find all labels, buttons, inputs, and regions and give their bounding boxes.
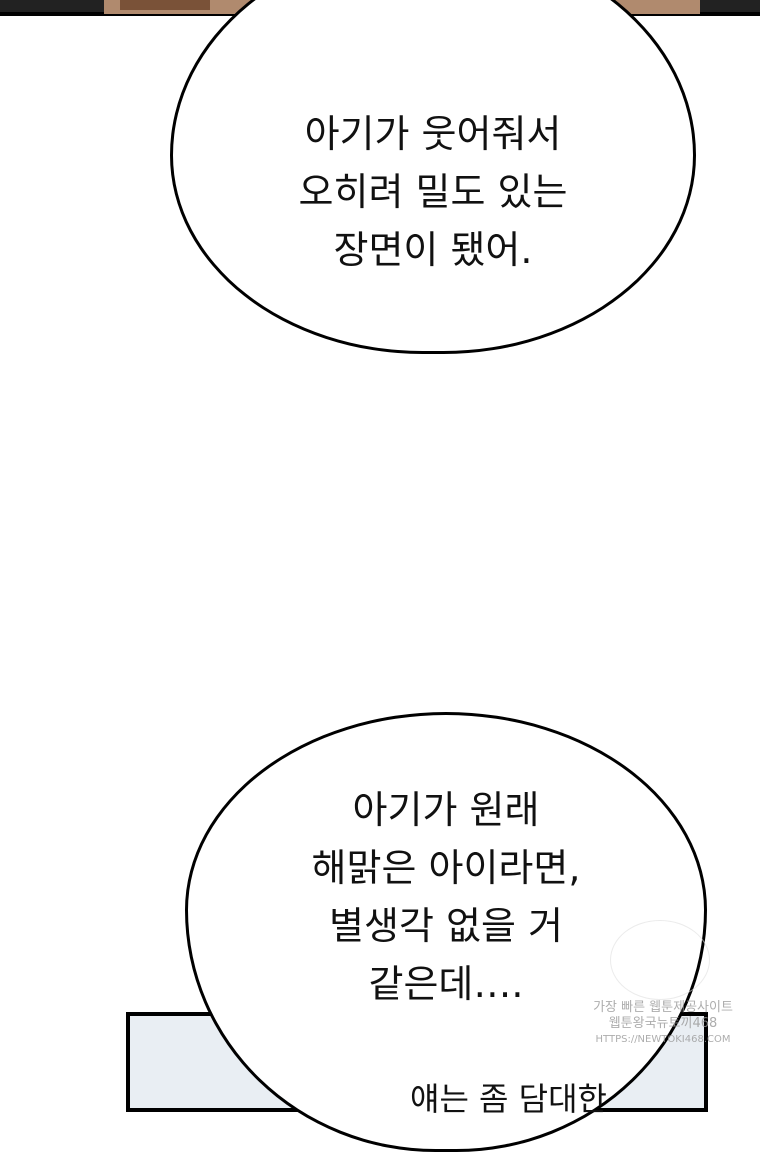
watermark-line: 웹툰왕국뉴토끼468	[608, 1016, 718, 1031]
speech-bubble-2: 아기가 원래 해맑은 아이라면, 별생각 없을 거 같은데….	[185, 712, 707, 1152]
bubble-line: 오히려 밀도 있는	[298, 170, 568, 214]
bubble-line: 같은데….	[368, 962, 524, 1006]
bubble-line: 별생각 없을 거	[329, 904, 563, 948]
watermark-line: HTTPS://NEWTOKI468.COM	[595, 1034, 731, 1045]
bottom-caption: 얘는 좀 담대한	[410, 1080, 607, 1118]
watermark-line: 가장 빠른 웹툰제공사이트	[593, 1000, 733, 1015]
bubble-line: 장면이 됐어.	[333, 228, 533, 272]
bubble-line: 해맑은 아이라면,	[311, 846, 581, 890]
speech-bubble-1: 아기가 웃어줘서 오히려 밀도 있는 장면이 됐어.	[170, 0, 696, 354]
watermark-mascot-icon	[610, 920, 710, 1000]
bubble-line: 아기가 원래	[352, 788, 540, 832]
bubble-line: 아기가 웃어줘서	[304, 112, 562, 156]
watermark: 가장 빠른 웹툰제공사이트 웹툰왕국뉴토끼468 HTTPS://NEWTOKI…	[593, 1000, 733, 1048]
